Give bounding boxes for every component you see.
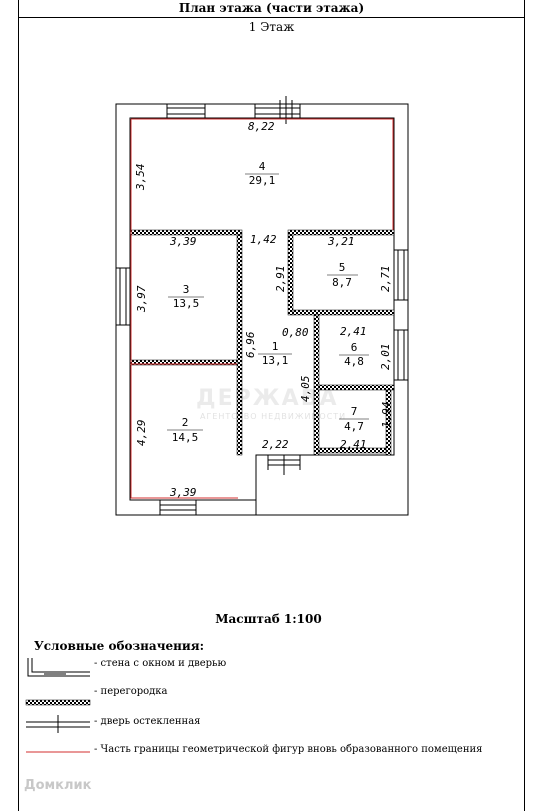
room-number: 4 xyxy=(259,160,266,173)
room-number: 5 xyxy=(339,261,346,274)
dim-label: 2,22 xyxy=(262,438,289,451)
windows xyxy=(116,104,408,515)
legend-symbols xyxy=(25,658,91,753)
room-area: 29,1 xyxy=(249,174,276,187)
legend-title: Условные обозначения: xyxy=(34,639,205,653)
room-boundary xyxy=(130,118,394,499)
page-frame xyxy=(18,0,525,811)
watermark-center-sub: АГЕНТСТВО НЕДВИЖИМОСТИ xyxy=(200,412,347,421)
room-number: 7 xyxy=(351,405,358,418)
legend-item-partition: - перегородка xyxy=(94,686,168,697)
watermark-logo: Домклик xyxy=(24,778,92,793)
dim-label: 3,21 xyxy=(327,235,355,248)
dim-label: 2,71 xyxy=(379,266,392,293)
dim-label: 0,80 xyxy=(282,326,309,339)
partitions xyxy=(129,229,395,456)
dim-label: 2,91 xyxy=(274,266,287,293)
legend-item-wall: - стена с окном и дверью xyxy=(94,658,227,669)
scale-label: Масштаб 1:100 xyxy=(215,612,322,626)
outer-walls xyxy=(115,103,409,516)
dim-label: 4,05 xyxy=(299,376,312,403)
dim-label: 2,01 xyxy=(379,344,392,371)
dim-label: 1,94 xyxy=(380,402,393,429)
floor-label: 1 Этаж xyxy=(248,20,295,34)
watermark-center: ДЕРЖАВА xyxy=(196,386,339,411)
room-area: 8,7 xyxy=(332,276,352,289)
dim-label: 2,41 xyxy=(340,325,367,338)
dim-label: 3,39 xyxy=(169,486,197,499)
dim-label: 2,41 xyxy=(340,438,367,451)
page-title: План этажа (части этажа) xyxy=(18,0,525,18)
room-number: 1 xyxy=(272,340,279,353)
room-labels: 4 29,1 3 13,5 5 8,7 1 13,1 6 4,8 2 14,5 … xyxy=(167,160,369,444)
room-area: 4,7 xyxy=(344,420,364,433)
dimension-labels: 8,22 3,54 3,39 1,42 3,21 2,91 2,71 3,97 … xyxy=(134,120,393,499)
dim-label: 4,29 xyxy=(135,420,148,447)
dim-label: 3,39 xyxy=(169,235,197,248)
dim-label: 3,54 xyxy=(134,164,147,192)
dim-label: 8,22 xyxy=(248,120,275,133)
room-area: 13,1 xyxy=(262,354,289,367)
room-area: 13,5 xyxy=(173,297,200,310)
legend-item-glazed-door: - дверь остекленная xyxy=(94,716,201,727)
room-number: 3 xyxy=(183,283,190,296)
room-number: 2 xyxy=(182,416,189,429)
dim-label: 1,42 xyxy=(250,233,277,246)
dim-label: 6,96 xyxy=(244,331,257,358)
legend-item-boundary: - Часть границы геометрической фигур вно… xyxy=(94,744,483,755)
dim-label: 3,97 xyxy=(135,285,148,313)
room-area: 14,5 xyxy=(172,431,199,444)
room-number: 6 xyxy=(351,341,358,354)
room-area: 4,8 xyxy=(344,355,364,368)
